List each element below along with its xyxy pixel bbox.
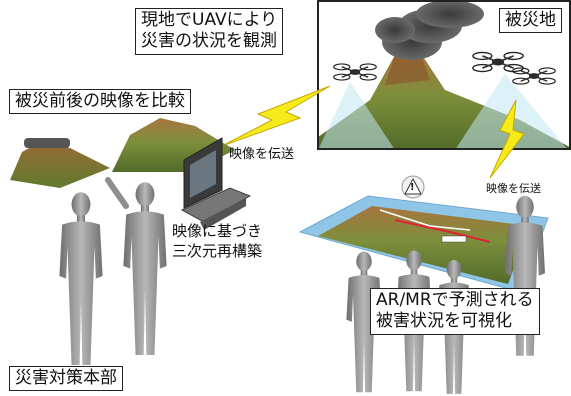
reconstruct-line2: 三次元再構築 — [172, 241, 263, 260]
reconstruct-line1: 映像に基づき — [172, 222, 263, 240]
person-figure-icon-2 — [123, 182, 167, 356]
reconstruct-text: 映像に基づき 三次元再構築 — [172, 222, 262, 261]
uav-observe-label: 現地でUAVにより 災害の状況を観測 — [135, 8, 284, 55]
warning-icon — [401, 175, 425, 199]
lightning-bolt-icon-right — [489, 99, 525, 179]
video-transmit-top-text: 映像を伝送 — [229, 147, 295, 162]
ar-mr-label: AR/MRで予測される 被害状況を可視化 — [370, 288, 540, 335]
lightning-bolt-icon-top — [221, 85, 331, 147]
ar-table — [298, 195, 549, 293]
left-people-group — [59, 182, 167, 366]
before-terrain — [10, 138, 110, 188]
ar-mr-line2: 被害状況を可視化 — [376, 311, 512, 332]
ar-mr-line1: AR/MRで予測される — [376, 290, 534, 310]
video-transmit-right-text: 映像を伝送 — [486, 182, 541, 195]
person-figure-icon-1 — [59, 192, 103, 366]
uav-observe-line2: 災害の状況を観測 — [141, 31, 277, 52]
hq-label: 災害対策本部 — [9, 366, 123, 392]
uav-observe-line1: 現地でUAVにより — [141, 10, 278, 30]
monitor-icon — [180, 137, 252, 230]
disaster-site-label: 被災地 — [499, 8, 562, 34]
compare-label: 被災前後の映像を比較 — [9, 89, 191, 115]
warning-glyph: ! — [410, 182, 415, 193]
